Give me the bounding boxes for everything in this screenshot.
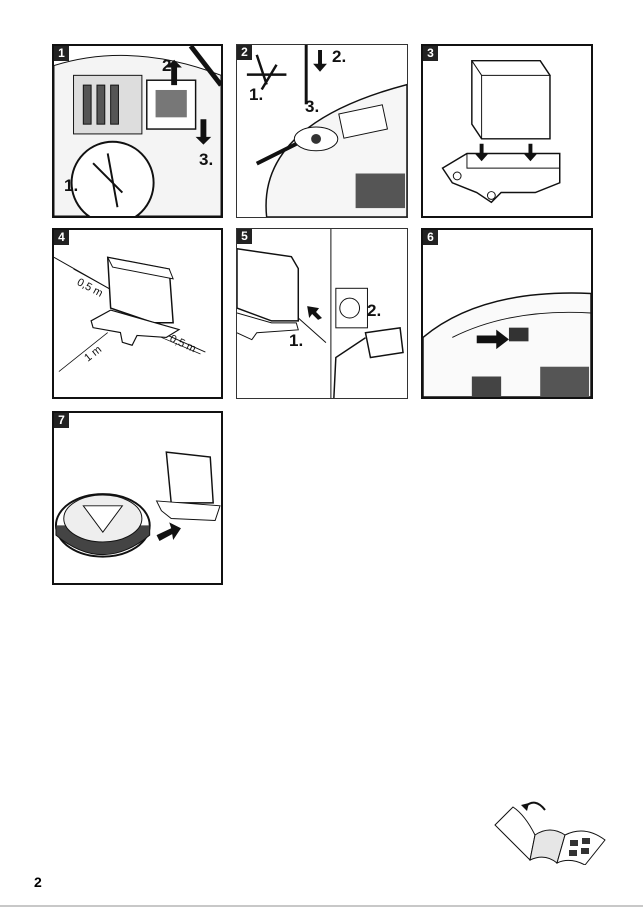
figure-number: 5 bbox=[237, 229, 252, 244]
footer-divider bbox=[0, 905, 643, 907]
step-callout: 2. bbox=[332, 47, 347, 66]
robot-underside-illustration bbox=[246, 45, 407, 217]
step-callout: 1. bbox=[249, 85, 264, 104]
figure-5-connect-power: 5 1. 2. bbox=[236, 228, 408, 399]
figure-4-placement-distances: 4 0,5 m 0,5 m 1 m bbox=[52, 228, 223, 399]
robot-battery-illustration bbox=[54, 46, 221, 216]
figure-number: 6 bbox=[423, 230, 438, 245]
step-callout: 3. bbox=[199, 150, 214, 169]
page-number: 2 bbox=[34, 874, 42, 890]
figure-2-side-brush: 2 1. 2. 3. bbox=[236, 44, 408, 218]
charging-station-placement-illustration bbox=[54, 256, 206, 372]
figure-1-battery-compartment: 1 1. 2. 3. bbox=[52, 44, 223, 218]
step-callout: 3. bbox=[305, 97, 320, 116]
power-adapter-illustration bbox=[237, 229, 404, 398]
figure-number: 4 bbox=[54, 230, 69, 245]
figure-number: 7 bbox=[54, 413, 69, 428]
figure-number: 2 bbox=[237, 45, 252, 60]
step-callout: 1. bbox=[64, 176, 79, 195]
charging-station-assembly-illustration bbox=[441, 59, 561, 204]
robot-switch-illustration bbox=[423, 292, 591, 397]
figure-number: 3 bbox=[423, 46, 438, 61]
step-callout: 2. bbox=[162, 56, 177, 75]
figure-3-dock-assembly: 3 bbox=[421, 44, 593, 218]
step-callout: 1. bbox=[289, 331, 304, 350]
robot-docking-illustration bbox=[54, 451, 221, 558]
turn-page-booklet-icon bbox=[485, 795, 610, 866]
figure-6-power-switch: 6 bbox=[421, 228, 593, 399]
step-callout: 2. bbox=[367, 301, 382, 320]
figure-7-robot-docking: 7 bbox=[52, 411, 223, 585]
figure-number: 1 bbox=[54, 46, 69, 61]
